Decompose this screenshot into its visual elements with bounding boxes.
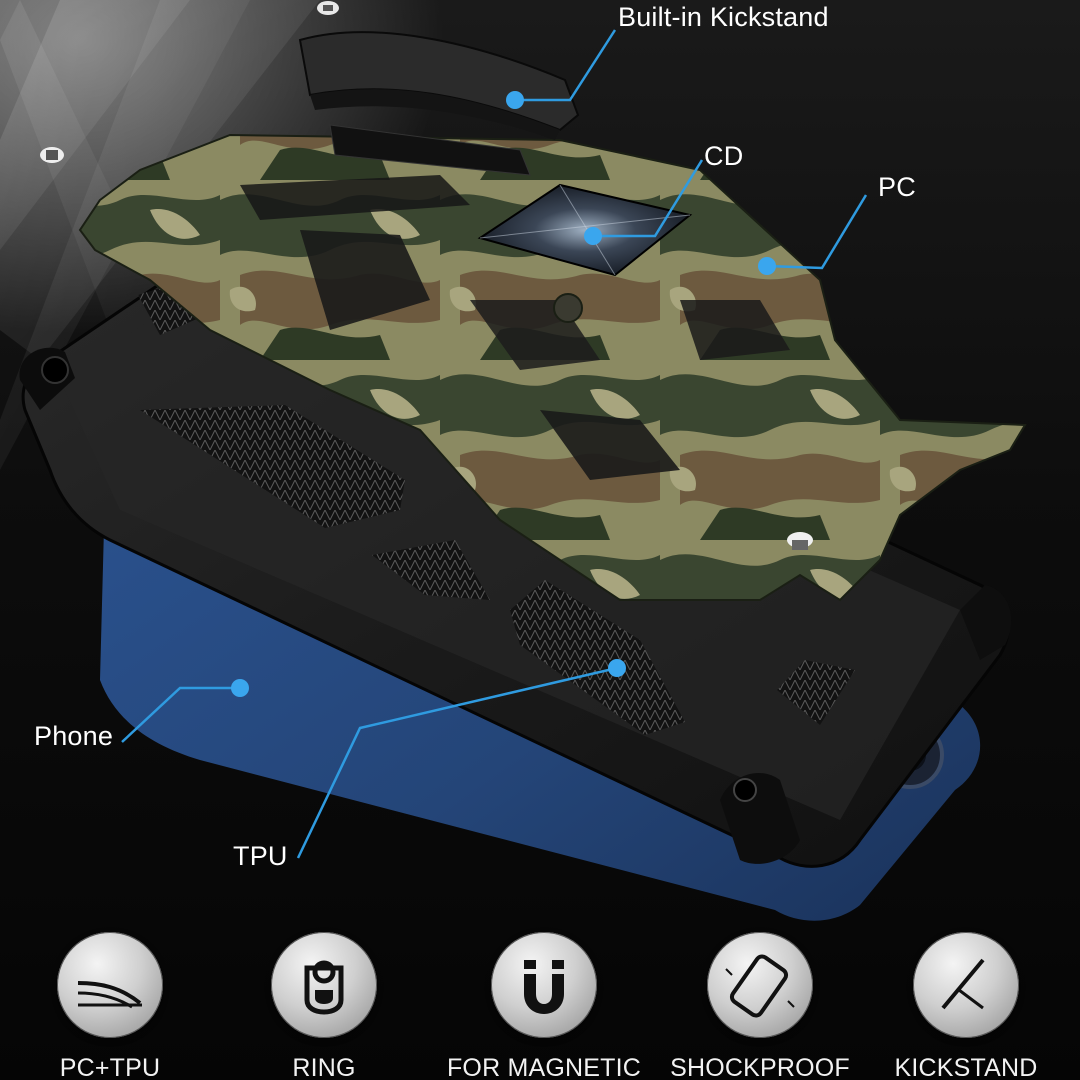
screw <box>317 1 339 15</box>
ring-holder-icon <box>271 932 377 1038</box>
grip-pad <box>510 580 685 735</box>
magnet-icon <box>491 932 597 1038</box>
feature-label: SHOCKPROOF <box>670 1054 850 1080</box>
callout-cd: CD <box>704 141 744 171</box>
feature-label: RING <box>292 1054 356 1080</box>
callout-pc: PC <box>878 172 916 202</box>
feature-label: KICKSTAND <box>894 1054 1038 1080</box>
feature-row: PC+TPU RING FOR MAGNETIC <box>0 918 1080 1080</box>
callout-lines <box>121 29 868 859</box>
feature-label: FOR MAGNETIC <box>446 1054 642 1080</box>
screw <box>787 532 813 550</box>
callout-dots <box>231 91 776 697</box>
feature-magnetic: FOR MAGNETIC <box>434 918 654 1080</box>
kickstand-icon <box>913 932 1019 1038</box>
feature-ring: RING <box>214 918 434 1080</box>
feature-pc-tpu: PC+TPU <box>0 918 220 1080</box>
grip-pad <box>372 540 490 600</box>
grip-pad <box>777 660 855 725</box>
screw <box>40 147 64 163</box>
callout-kickstand: Built-in Kickstand <box>618 2 829 32</box>
feature-label: PC+TPU <box>59 1054 161 1080</box>
feature-shockproof: SHOCKPROOF <box>650 918 870 1080</box>
tilted-phone-icon <box>707 932 813 1038</box>
callout-tpu: TPU <box>233 841 288 871</box>
callout-phone: Phone <box>34 721 114 751</box>
feature-kickstand: KICKSTAND <box>856 918 1076 1080</box>
grip-pad <box>140 405 405 528</box>
tpu-case <box>19 240 1012 868</box>
pc-camo-plate <box>78 133 1027 602</box>
layer-curve-icon <box>57 932 163 1038</box>
